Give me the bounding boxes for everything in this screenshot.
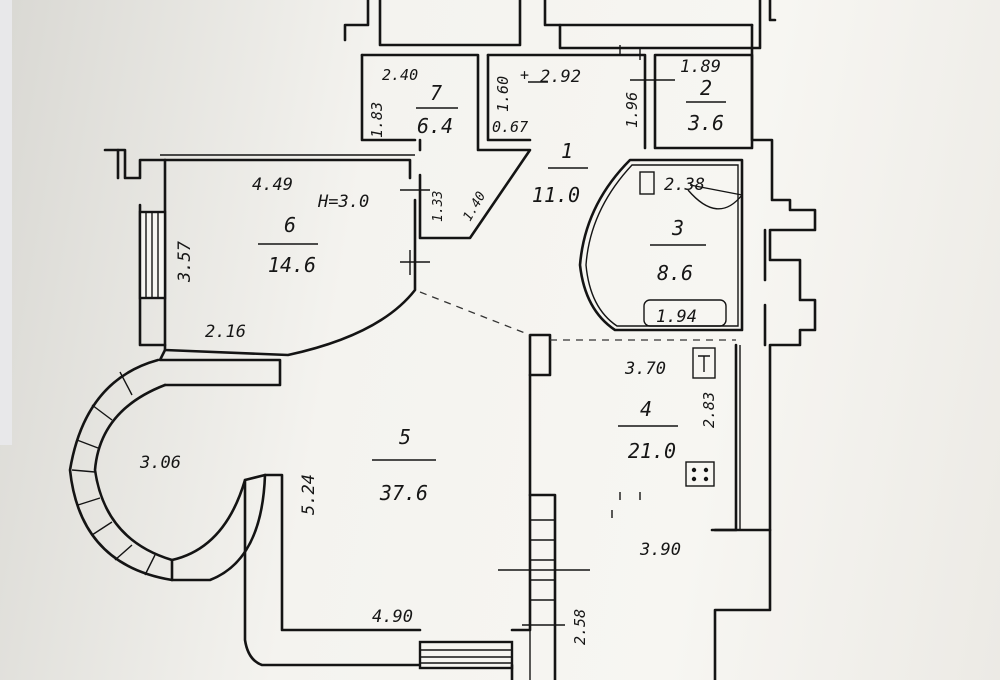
- dim-room5-width: 4.90: [372, 607, 413, 627]
- dim-room1-left: 1.60: [494, 76, 512, 112]
- dim-stair: 2.58: [571, 609, 589, 645]
- dim-room1-width: 2.92: [540, 67, 581, 87]
- dim-room6-bottom: 2.16: [205, 322, 246, 342]
- room-3-area: 8.6: [657, 261, 693, 285]
- dim-room4-bottom: 3.90: [639, 540, 681, 560]
- dim-room1-right: 1.96: [623, 92, 641, 128]
- room-4-area: 21.0: [628, 439, 676, 463]
- kitchen-fixture-symbol: [692, 347, 716, 379]
- room-7-area: 6.4: [417, 114, 453, 138]
- toilet-symbol: [639, 171, 655, 195]
- dim-room4-depth: 2.83: [700, 392, 718, 428]
- walls: [68, 0, 817, 680]
- dim-room1-small: 0.67: [492, 118, 528, 136]
- dim-room5-bay: 3.06: [139, 453, 181, 473]
- dim-room7-width: 2.40: [382, 66, 418, 84]
- room-4-number: 4: [640, 397, 652, 421]
- room-7-number: 7: [430, 81, 442, 105]
- dim-room6-right: 1.33: [431, 191, 446, 222]
- room-6-number: 6: [284, 213, 296, 237]
- dim-room7-diag: 1.40: [460, 189, 489, 224]
- room-5-area: 37.6: [379, 481, 428, 505]
- bathtub-symbol: [643, 299, 727, 327]
- dim-room6-height: H=3.0: [317, 192, 369, 212]
- dim-room4-width: 3.70: [624, 359, 666, 379]
- room-5-number: 5: [399, 425, 411, 449]
- dim-room3-bath: 1.94: [656, 307, 697, 327]
- dim-room6-depth: 3.57: [175, 240, 195, 283]
- room-6-area: 14.6: [268, 253, 316, 277]
- room-1-number: 1: [561, 139, 573, 163]
- dim-room2-width: 1.89: [680, 57, 721, 77]
- dim-room3-width: 2.38: [664, 175, 705, 195]
- dim-room7-depth: 1.83: [368, 102, 386, 138]
- fixtures: [611, 171, 727, 518]
- room-2-area: 3.6: [687, 111, 724, 135]
- stove-symbol: [685, 461, 715, 487]
- dim-room1-plus: +: [520, 66, 529, 84]
- room-labels: 1 11.0 2 3.6 3 8.6 4 21.0 5 37.6 6 14.6: [258, 76, 726, 505]
- opening-lines: [419, 291, 736, 341]
- left-edge-strip: [0, 0, 12, 445]
- dim-room5-depth: 5.24: [299, 474, 319, 515]
- dim-room6-width: 4.49: [252, 175, 293, 195]
- door-swings: [687, 184, 743, 210]
- room-2-number: 2: [700, 76, 712, 100]
- dimension-labels: 2.92 + 1.60 0.67 1.96 1.89 2.38 1.94 3.7…: [139, 57, 721, 645]
- room-3-number: 3: [671, 216, 684, 240]
- room-1-area: 11.0: [532, 183, 580, 207]
